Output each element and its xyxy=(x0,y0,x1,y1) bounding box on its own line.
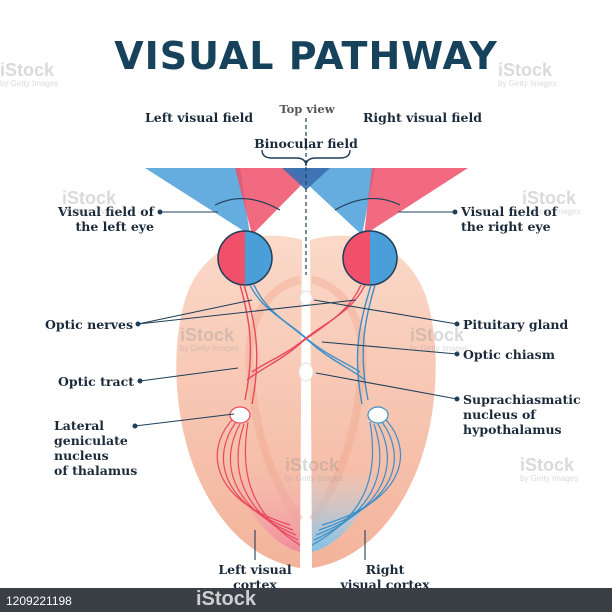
optic-nerves-label: Optic nerves xyxy=(45,317,133,332)
diagram-title: VISUAL PATHWAY xyxy=(114,34,498,78)
brand-watermark: iStock xyxy=(196,588,257,610)
pituitary-gland xyxy=(299,290,313,306)
right-optic-radiation xyxy=(311,419,402,546)
image-id-bar xyxy=(0,588,612,612)
top-view-label: Top view xyxy=(279,102,335,116)
binocular-overlap xyxy=(282,168,330,190)
brain xyxy=(176,235,436,568)
lgn-label: Lateral geniculate nucleus of thalamus xyxy=(54,418,138,478)
optic-fibers xyxy=(239,284,376,405)
left-eye-field-arc xyxy=(214,197,281,211)
optic-chiasm-label: Optic chiasm xyxy=(463,347,555,362)
scn-label: Suprachiasmatic nucleus of hypothalamus xyxy=(463,392,581,437)
right-lgn xyxy=(367,406,389,424)
vf-left-eye-label: Visual field of the left eye xyxy=(57,204,154,234)
right-eye-field-red xyxy=(364,168,468,235)
left-lgn xyxy=(229,406,251,424)
right-visual-field-label: Right visual field xyxy=(363,110,482,125)
suprachiasmatic-nucleus xyxy=(298,362,314,382)
binocular-field-label: Binocular field xyxy=(254,136,358,151)
right-eye-field-arc xyxy=(334,197,401,211)
image-id: 1209221198 xyxy=(6,594,72,608)
binocular-brace xyxy=(261,149,351,167)
leader-dots xyxy=(132,209,460,429)
leader-lines xyxy=(134,211,458,560)
visual-field-triangles xyxy=(145,168,468,235)
vf-right-eye-label: Visual field of the right eye xyxy=(461,204,558,234)
left-optic-radiation xyxy=(216,419,301,546)
left-visual-cortex-label: Left visual cortex xyxy=(218,562,292,592)
left-visual-field-label: Left visual field xyxy=(145,110,254,125)
left-eye-field-blue xyxy=(145,168,250,235)
optic-tract-label: Optic tract xyxy=(58,374,134,389)
left-eye-field-red xyxy=(235,168,318,235)
left-eye xyxy=(217,230,273,286)
right-eye xyxy=(342,230,398,286)
pituitary-gland-label: Pituitary gland xyxy=(463,317,569,332)
